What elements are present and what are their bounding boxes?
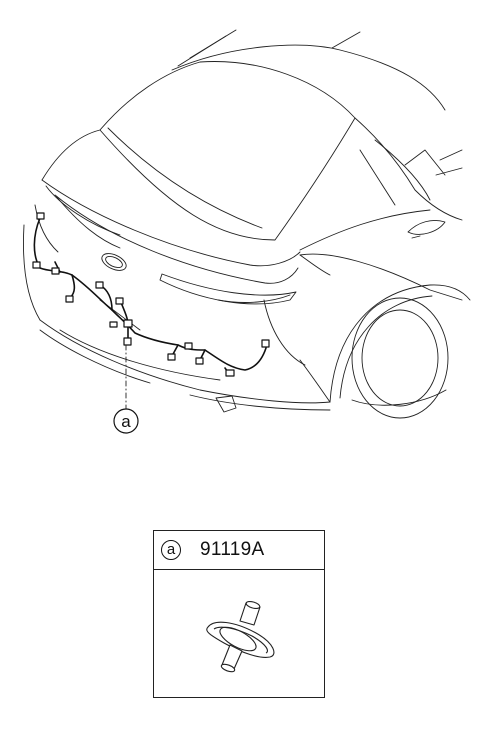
harness-connectors bbox=[32, 212, 270, 377]
rear-window bbox=[99, 61, 356, 241]
part-number: 91119A bbox=[200, 539, 265, 560]
car-rear-wiring-diagram: a bbox=[23, 29, 471, 434]
part-callout-table: a 91119A bbox=[153, 530, 325, 698]
tail-lights bbox=[34, 204, 331, 305]
callout-a: a bbox=[113, 344, 139, 434]
callout-a-label: a bbox=[121, 412, 131, 431]
trunk-lid bbox=[41, 129, 301, 284]
wiring-clip-icon bbox=[206, 600, 275, 673]
rear-bumper bbox=[23, 224, 331, 413]
side-body bbox=[299, 117, 463, 301]
part-table-header: a 91119A bbox=[154, 531, 324, 570]
part-callout-letter: a bbox=[161, 540, 181, 560]
rear-wheel bbox=[329, 284, 471, 419]
roof-outline bbox=[171, 29, 446, 111]
